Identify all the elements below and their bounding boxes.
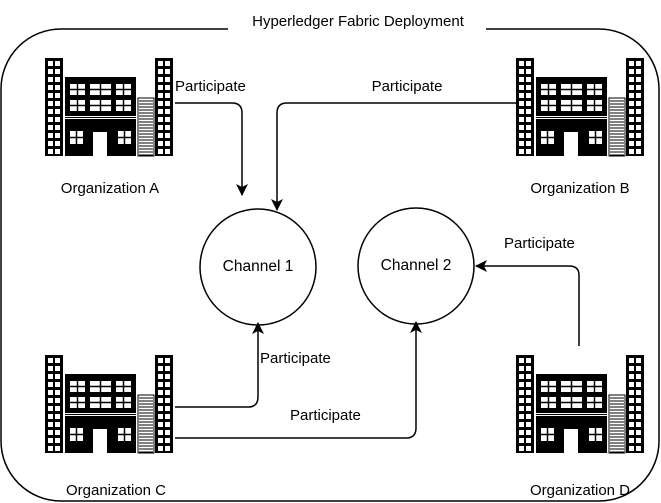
- channel-1-label: Channel 1: [223, 258, 294, 275]
- deployment-title: Hyperledger Fabric Deployment: [252, 13, 465, 30]
- connection-b-channel-1: [271, 102, 518, 211]
- organization-b-label: Organization B: [530, 180, 629, 197]
- connection-label-c-channel-1: Participate: [260, 350, 331, 367]
- connection-label-d-channel-2: Participate: [504, 235, 575, 252]
- connection-label-b-channel-1: Participate: [372, 78, 443, 95]
- office-building-icon: [516, 355, 644, 454]
- connection-c-channel-2: [175, 321, 422, 439]
- connection-label-c-channel-2: Participate: [290, 407, 361, 424]
- channel-2-label: Channel 2: [381, 257, 452, 274]
- connection-d-channel-2: [475, 260, 580, 346]
- connection-c-channel-1: [175, 322, 264, 408]
- connection-label-a-channel-1: Participate: [175, 78, 246, 95]
- organization-c-label: Organization C: [66, 482, 166, 499]
- title-backdrop: [228, 20, 486, 40]
- office-building-icon: [45, 355, 173, 454]
- organization-d-label: Organization D: [530, 482, 630, 499]
- organization-a-label: Organization A: [61, 180, 159, 197]
- office-building-icon: [516, 58, 644, 157]
- connection-a-channel-1: [175, 102, 248, 196]
- office-building-icon: [45, 58, 173, 157]
